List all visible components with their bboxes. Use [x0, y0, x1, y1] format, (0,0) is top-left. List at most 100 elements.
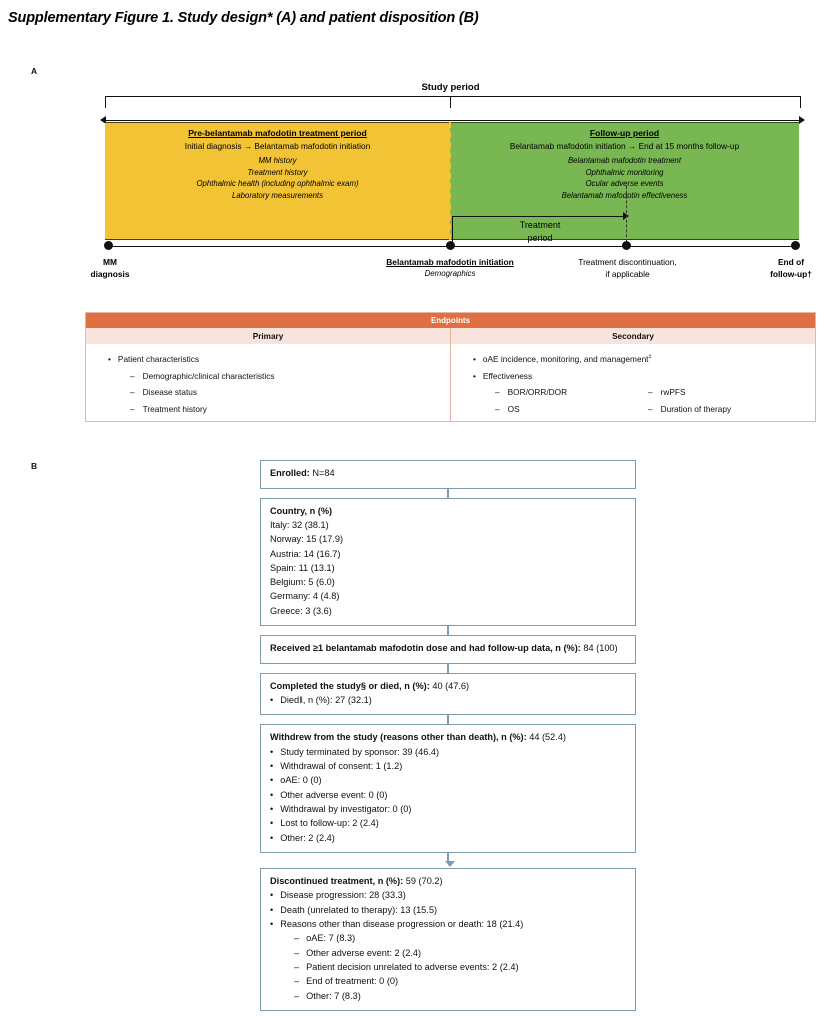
flow-bullet: Died‖, n (%): 27 (32.1) [270, 693, 626, 707]
flow-box-enrolled: Enrolled: N=84 [260, 460, 636, 489]
flow-box-title-bold: Completed the study§ or died, n (%): [270, 680, 430, 691]
timeline-label-line1: Treatment discontinuation, [578, 257, 677, 267]
endpoints-bullet: oAE incidence, monitoring, and managemen… [473, 351, 815, 368]
flow-line: Greece: 3 (3.6) [270, 605, 332, 616]
timeline-label-line2: follow-up† [770, 269, 812, 279]
flow-bullet: Disease progression: 28 (33.3) [270, 888, 626, 902]
panel-b-label: B [31, 461, 38, 471]
flow-bullet: Other adverse event: 0 (0) [270, 788, 626, 802]
endpoints-secondary-column: oAE incidence, monitoring, and managemen… [450, 344, 815, 421]
pre-period-item: Ophthalmic health (including ophthalmic … [196, 179, 359, 188]
flow-box-title-bold: Withdrew from the study (reasons other t… [270, 732, 527, 743]
treatment-period-start-tick [452, 216, 453, 242]
timeline-label-line1: End of [777, 257, 805, 267]
flow-connector [447, 626, 449, 636]
flow-box-title-bold: Country, n (%) [270, 505, 333, 516]
flow-box-discontinued-treatment: Discontinued treatment, n (%): 59 (70.2)… [260, 867, 636, 1011]
timeline-label-mm-diagnosis: MM diagnosis [78, 256, 142, 280]
treatment-period-label: Treatment period [492, 219, 588, 245]
period-divider-dashed [449, 122, 451, 240]
flow-connector [447, 663, 449, 673]
study-period-label: Study period [421, 82, 480, 93]
treatment-period-arrow-line [452, 216, 627, 217]
flow-connector [447, 488, 449, 498]
flow-box-title: Discontinued treatment, n (%): 59 (70.2) [270, 875, 626, 889]
flow-bullet: Study terminated by sponsor: 39 (46.4) [270, 745, 626, 759]
flow-dash: Other: 7 (8.3) [270, 989, 626, 1003]
figure-title: Supplementary Figure 1. Study design* (A… [8, 10, 479, 26]
flow-box-title-value: 44 (52.4) [526, 732, 566, 743]
flow-box-title: Completed the study§ or died, n (%): 40 … [270, 680, 626, 694]
pre-treatment-period-box: Pre-belantamab mafodotin treatment perio… [105, 122, 450, 240]
flow-line: Belgium: 5 (6.0) [270, 577, 335, 588]
endpoints-secondary-subcolumns: BOR/ORR/DOR OS rwPFS Duration of therapy [473, 384, 815, 417]
flow-line: Austria: 14 (16.7) [270, 548, 341, 559]
endpoints-dash: BOR/ORR/DOR [473, 384, 644, 401]
flow-bullet: Withdrawal by investigator: 0 (0) [270, 802, 626, 816]
follow-up-period-subheading: Belantamab mafodotin initiation → End at… [509, 141, 740, 151]
flow-bullet: Other: 2 (2.4) [270, 831, 626, 845]
follow-up-period-item: Ophthalmic monitoring [585, 167, 664, 177]
axis-arrow-left-icon [100, 116, 106, 124]
flow-bullet: Reasons other than disease progression o… [270, 917, 626, 931]
treatment-period-label-line1: Treatment [519, 220, 561, 230]
endpoints-dash: Disease status [108, 384, 450, 401]
endpoints-primary-column: Patient characteristics Demographic/clin… [86, 344, 450, 421]
patient-disposition-flowchart: Enrolled: N=84 Country, n (%) Italy: 32 … [260, 460, 636, 1011]
flow-box-withdrew: Withdrew from the study (reasons other t… [260, 724, 636, 853]
flow-box-title: Withdrew from the study (reasons other t… [270, 731, 626, 745]
timeline-axis [105, 120, 799, 121]
endpoints-secondary-right: rwPFS Duration of therapy [644, 384, 815, 417]
flow-box-title-bold: Received ≥1 belantamab mafodotin dose an… [270, 643, 581, 654]
endpoints-column-header-secondary: Secondary [450, 328, 815, 344]
timeline-label-line1: MM [103, 257, 117, 267]
timeline-node-mm-diagnosis [104, 241, 113, 250]
endpoints-dash: Demographic/clinical characteristics [108, 368, 450, 385]
flow-box-title-value: N=84 [309, 468, 335, 478]
panel-a-label: A [31, 66, 38, 76]
timeline-label-line2: diagnosis [90, 269, 130, 279]
pre-period-heading: Pre-belantamab mafodotin treatment perio… [188, 128, 367, 138]
study-period-bracket [105, 96, 801, 108]
flow-dash: Patient decision unrelated to adverse ev… [270, 960, 626, 974]
endpoints-table-body: Patient characteristics Demographic/clin… [86, 344, 815, 421]
follow-up-period-item: Belantamab mafodotin treatment [567, 156, 682, 165]
timeline-label-treatment-discontinuation: Treatment discontinuation, if applicable [560, 256, 695, 280]
pre-period-item: Laboratory measurements [231, 190, 323, 200]
flow-connector [447, 715, 449, 725]
flow-line: Spain: 11 (13.1) [270, 562, 335, 573]
follow-up-period-heading: Follow-up period [589, 128, 660, 138]
endpoints-bullet-superscript: ‡ [648, 354, 652, 361]
flow-box-country: Country, n (%) Italy: 32 (38.1) Norway: … [260, 497, 636, 627]
flow-dash: Other adverse event: 2 (2.4) [270, 946, 626, 960]
flow-box-title-value: 84 (100) [580, 643, 618, 654]
flow-line: Norway: 15 (17.9) [270, 534, 344, 545]
timeline-label-line2: if applicable [605, 269, 650, 279]
timeline-node-end-of-follow-up [791, 241, 800, 250]
flow-box-title-value: 40 (47.6) [429, 680, 470, 691]
flow-box-title: Country, n (%) [270, 505, 626, 519]
timeline-label-line1: Belantamab mafodotin initiation [386, 257, 514, 267]
timeline-label-end-of-follow-up: End of follow-up† [752, 256, 830, 280]
endpoints-dash: OS [473, 401, 644, 418]
flow-bullet: oAE: 0 (0) [270, 773, 626, 787]
endpoints-table-column-headers: Primary Secondary [86, 328, 815, 344]
endpoints-bullet: Patient characteristics [108, 351, 450, 368]
pre-period-item: MM history [258, 156, 297, 165]
flow-box-title-bold: Discontinued treatment, n (%): [270, 875, 404, 886]
pre-period-subheading: Initial diagnosis → Belantamab mafodotin… [184, 141, 371, 151]
endpoints-bullet: Effectiveness [473, 368, 815, 385]
flow-box-title: Enrolled: N=84 [270, 467, 626, 481]
flow-connector-arrow [445, 852, 455, 867]
pre-period-item: Treatment history [247, 167, 308, 177]
endpoints-secondary-left: BOR/ORR/DOR OS [473, 384, 644, 417]
flow-dash: End of treatment: 0 (0) [270, 974, 626, 988]
flow-line: Italy: 32 (38.1) [270, 520, 329, 530]
timeline-label-belamaf-initiation: Belantamab mafodotin initiation Demograp… [355, 256, 545, 280]
endpoints-table-header: Endpoints [86, 313, 815, 328]
axis-arrow-right-icon [799, 116, 805, 124]
flow-dash: oAE: 7 (8.3) [270, 931, 626, 945]
treatment-discontinuation-dashed-line [626, 186, 627, 242]
timeline-node-belamaf-initiation [446, 241, 455, 250]
study-period-bracket-tick [450, 96, 451, 108]
